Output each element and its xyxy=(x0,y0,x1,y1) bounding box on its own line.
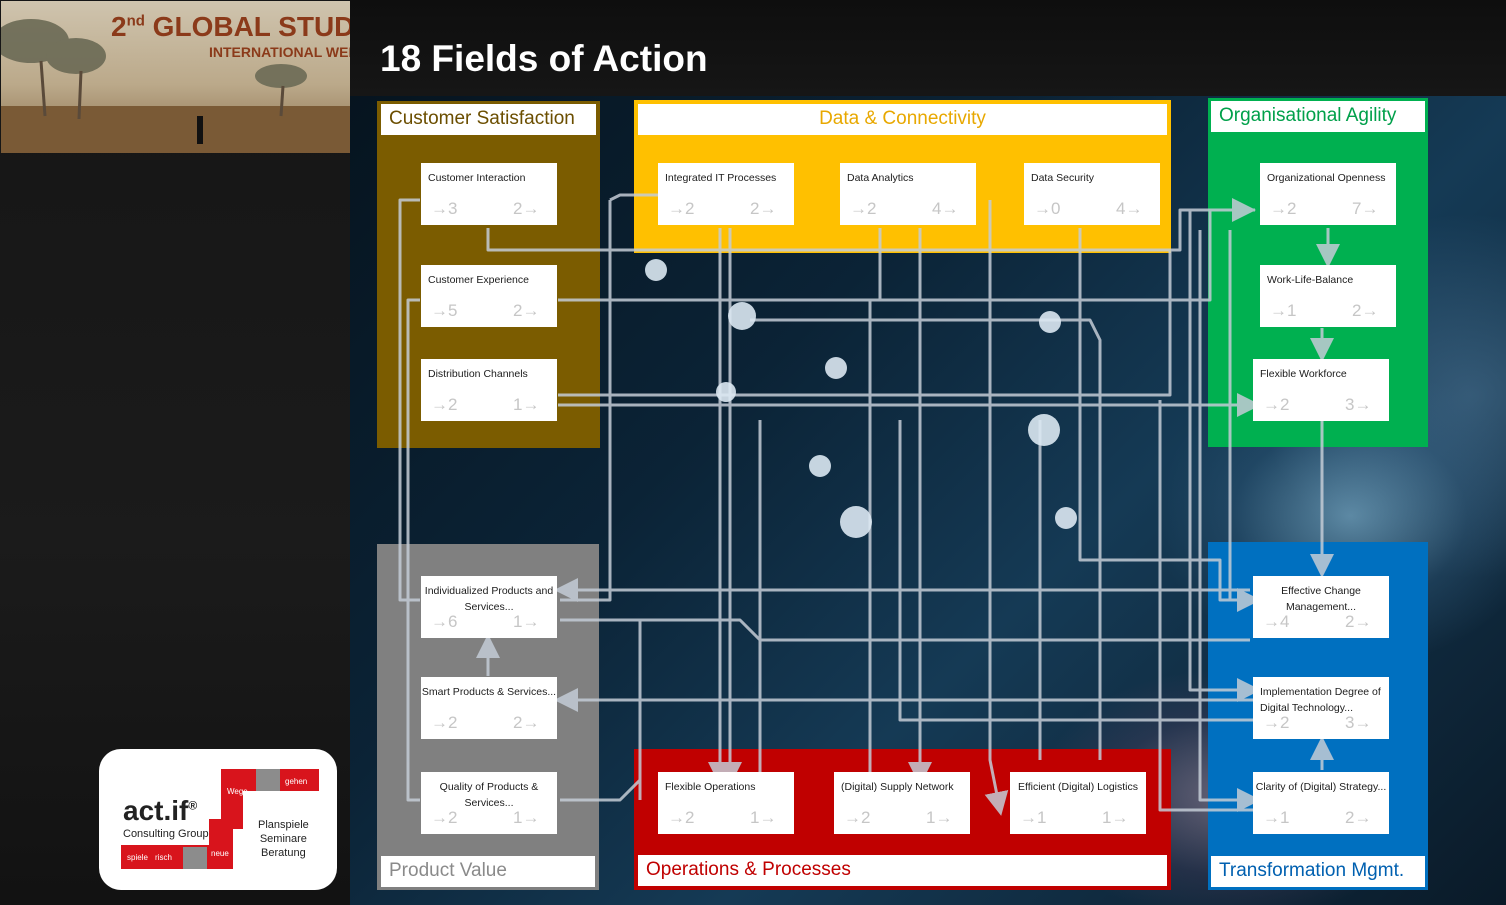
logo-services: Planspiele Seminare Beratung xyxy=(258,819,309,859)
incoming-count: →2 xyxy=(431,395,458,414)
group-label-operations-processes: Operations & Processes xyxy=(638,855,1167,886)
field-smart-products[interactable]: Smart Products & Services... →2 2→ xyxy=(421,677,557,739)
outgoing-count: 1→ xyxy=(926,808,953,827)
outgoing-count: 2→ xyxy=(513,713,540,732)
field-flexible-workforce[interactable]: Flexible Workforce →2 3→ xyxy=(1253,359,1389,421)
outgoing-count: 2→ xyxy=(1352,301,1379,320)
logo-gray-square xyxy=(256,769,280,791)
incoming-count: →6 xyxy=(431,612,458,631)
field-clarity-of-strategy[interactable]: Clarity of (Digital) Strategy... →1 2→ xyxy=(1253,772,1389,834)
field-quality-of-products[interactable]: Quality of Products & Services... →2 1→ xyxy=(421,772,557,834)
outgoing-count: 4→ xyxy=(932,199,959,218)
outgoing-count: 1→ xyxy=(513,395,540,414)
field-flexible-operations[interactable]: Flexible Operations →2 1→ xyxy=(658,772,794,834)
logo-word-spiele: spiele xyxy=(127,853,148,862)
banner-title: 2nd GLOBAL STUDIES xyxy=(111,11,350,42)
field-individualized-products[interactable]: Individualized Products and Services... … xyxy=(421,576,557,638)
field-data-security[interactable]: Data Security →0 4→ xyxy=(1024,163,1160,225)
group-label-transformation-mgmt: Transformation Mgmt. xyxy=(1211,856,1425,887)
outgoing-count: 4→ xyxy=(1116,199,1143,218)
incoming-count: →1 xyxy=(1270,301,1297,320)
logo-brand: act.if® xyxy=(123,795,198,826)
outgoing-count: 3→ xyxy=(1345,395,1372,414)
logo-subtitle: Consulting Group xyxy=(123,828,209,840)
outgoing-count: 2→ xyxy=(1345,612,1372,631)
outgoing-count: 1→ xyxy=(750,808,777,827)
outgoing-count: 3→ xyxy=(1345,713,1372,732)
outgoing-count: 2→ xyxy=(513,301,540,320)
logo-red-band-mid xyxy=(209,819,233,869)
logo-word-risch: risch xyxy=(155,853,172,862)
company-logo: gehen Wege spiele risch neue act.if® Con… xyxy=(99,749,337,890)
outgoing-count: 1→ xyxy=(1102,808,1129,827)
field-work-life-balance[interactable]: Work-Life-Balance →1 2→ xyxy=(1260,265,1396,327)
outgoing-count: 2→ xyxy=(1345,808,1372,827)
group-label-data-connectivity: Data & Connectivity xyxy=(638,104,1167,135)
field-organizational-openness[interactable]: Organizational Openness →2 7→ xyxy=(1260,163,1396,225)
outgoing-count: 2→ xyxy=(750,199,777,218)
outgoing-count: 2→ xyxy=(513,199,540,218)
incoming-count: →2 xyxy=(668,199,695,218)
incoming-count: →1 xyxy=(1263,808,1290,827)
field-digital-supply-network[interactable]: (Digital) Supply Network →2 1→ xyxy=(834,772,970,834)
outgoing-count: 1→ xyxy=(513,612,540,631)
incoming-count: →2 xyxy=(668,808,695,827)
incoming-count: →4 xyxy=(1263,612,1290,631)
field-implementation-degree[interactable]: Implementation Degree of Digital Technol… xyxy=(1253,677,1389,739)
group-label-product-value: Product Value xyxy=(381,856,595,887)
field-distribution-channels[interactable]: Distribution Channels →2 1→ xyxy=(421,359,557,421)
incoming-count: →2 xyxy=(844,808,871,827)
logo-word-wege: Wege xyxy=(227,787,248,796)
logo-gray-square xyxy=(183,847,207,869)
field-data-analytics[interactable]: Data Analytics →2 4→ xyxy=(840,163,976,225)
incoming-count: →2 xyxy=(1263,713,1290,732)
page-title: 18 Fields of Action xyxy=(380,38,708,79)
logo-word-neue: neue xyxy=(211,849,229,858)
incoming-count: →2 xyxy=(431,808,458,827)
incoming-count: →0 xyxy=(1034,199,1061,218)
logo-word-gehen: gehen xyxy=(285,777,308,786)
logo-red-band-left xyxy=(221,769,243,829)
top-background xyxy=(350,0,1506,96)
savanna-trees-illustration xyxy=(1,19,350,153)
event-banner: 2nd GLOBAL STUDIES INTERNATIONAL WEEK xyxy=(1,1,350,153)
field-customer-interaction[interactable]: Customer Interaction →3 2→ xyxy=(421,163,557,225)
incoming-count: →2 xyxy=(1263,395,1290,414)
incoming-count: →2 xyxy=(431,713,458,732)
group-label-customer-satisfaction: Customer Satisfaction xyxy=(381,104,596,135)
field-integrated-it-processes[interactable]: Integrated IT Processes →2 2→ xyxy=(658,163,794,225)
group-label-organisational-agility: Organisational Agility xyxy=(1211,101,1425,132)
incoming-count: →2 xyxy=(850,199,877,218)
outgoing-count: 1→ xyxy=(513,808,540,827)
outgoing-count: 7→ xyxy=(1352,199,1379,218)
incoming-count: →1 xyxy=(1020,808,1047,827)
field-efficient-digital-logistics[interactable]: Efficient (Digital) Logistics →1 1→ xyxy=(1010,772,1146,834)
incoming-count: →2 xyxy=(1270,199,1297,218)
incoming-count: →5 xyxy=(431,301,458,320)
incoming-count: →3 xyxy=(431,199,458,218)
banner-subtitle: INTERNATIONAL WEEK xyxy=(209,44,350,60)
field-customer-experience[interactable]: Customer Experience →5 2→ xyxy=(421,265,557,327)
field-effective-change-management[interactable]: Effective Change Management... →4 2→ xyxy=(1253,576,1389,638)
